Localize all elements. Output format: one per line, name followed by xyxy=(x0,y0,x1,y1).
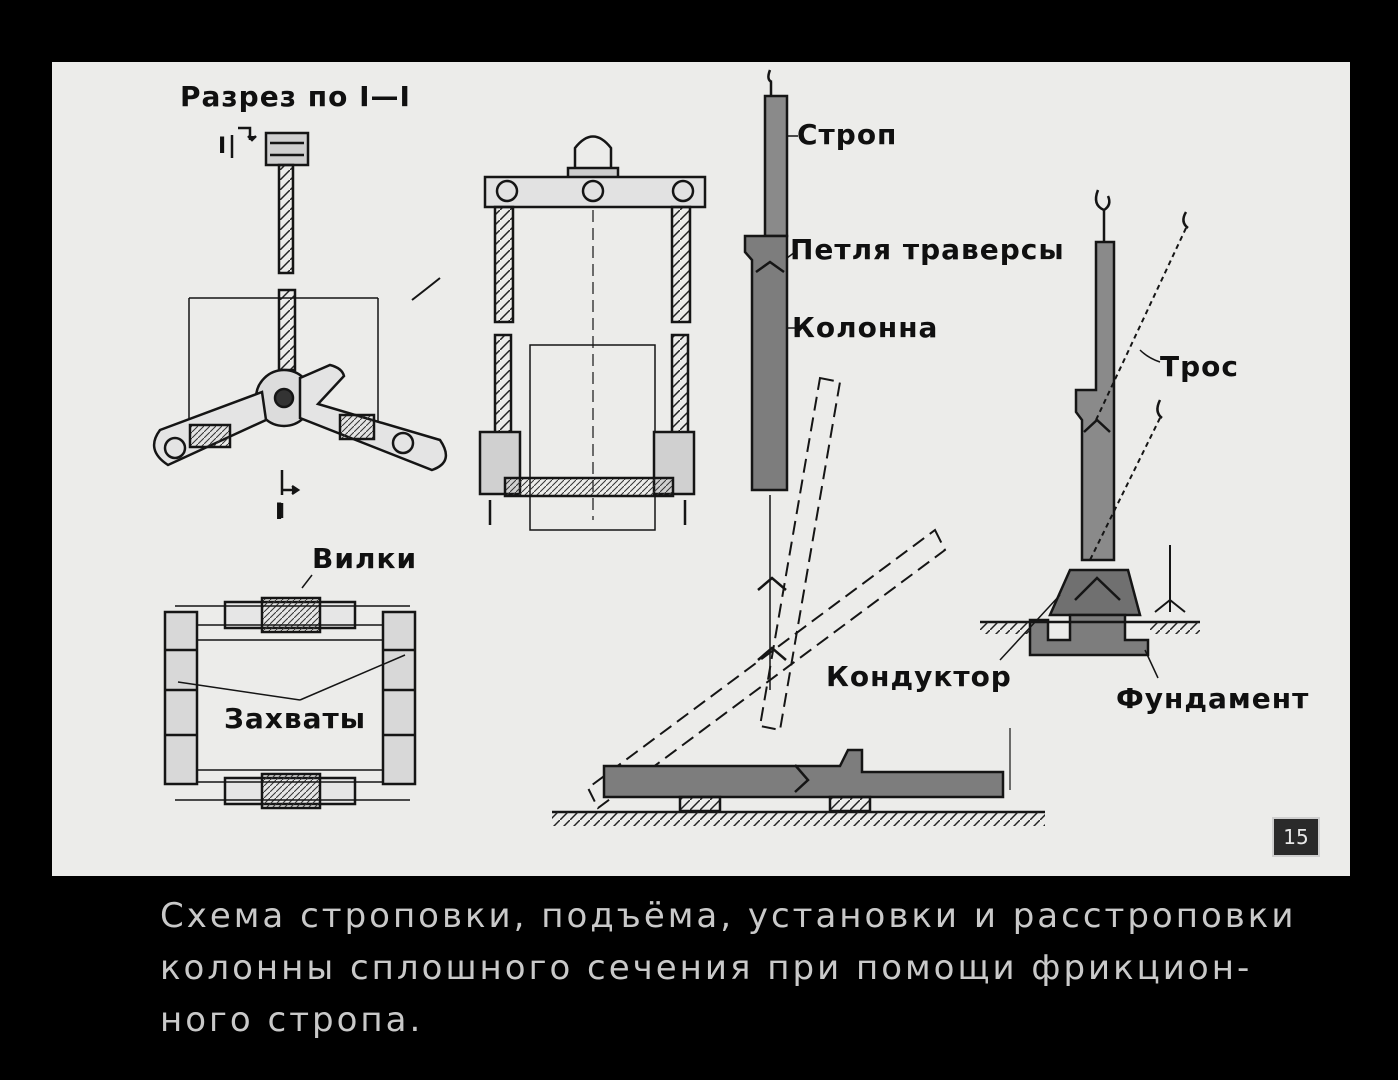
page-number: 15 xyxy=(1272,817,1320,857)
conductor-label: Кондуктор xyxy=(826,660,1012,693)
cut-mark-top: I xyxy=(218,134,228,159)
stray-mark xyxy=(411,277,441,301)
foundation-label: Фундамент xyxy=(1116,682,1310,715)
section-view xyxy=(152,126,448,518)
column-label: Колонна xyxy=(792,311,939,344)
traverse-loop-label: Петля траверсы xyxy=(790,233,1065,266)
cut-mark-bottom: I xyxy=(275,500,285,525)
forks-label: Вилки xyxy=(312,542,418,575)
caption: Схема строповки, подъёма, установки и ра… xyxy=(160,890,1297,1046)
grips-plan-view xyxy=(163,574,417,810)
sling-label: Строп xyxy=(797,118,898,151)
lifting-diagram xyxy=(552,69,1045,826)
section-label: Разрез по I—I xyxy=(180,80,411,113)
grips-label: Захваты xyxy=(224,702,367,735)
traverse-front-view xyxy=(478,135,707,531)
caption-line-2: колонны сплошного сечения при помощи фри… xyxy=(160,948,1253,988)
installation-diagram xyxy=(980,189,1200,679)
caption-line-3: ного стропа. xyxy=(160,1000,424,1040)
caption-line-1: Схема строповки, подъёма, установки и ра… xyxy=(160,896,1297,936)
cable-label: Трос xyxy=(1160,350,1239,383)
